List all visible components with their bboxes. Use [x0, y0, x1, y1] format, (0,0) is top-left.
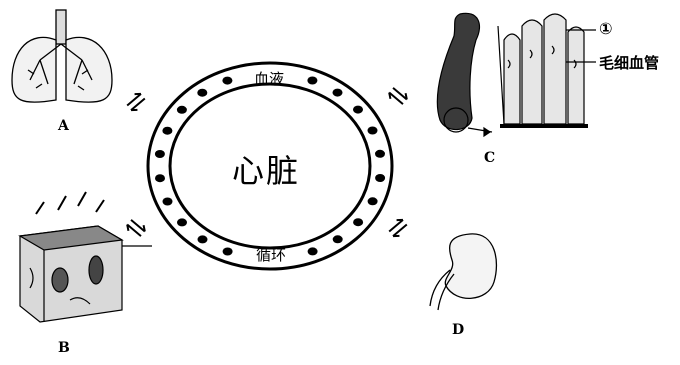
- exchange-arrow-pair: [387, 217, 410, 239]
- blood-cell-dot: [308, 247, 318, 255]
- blood-cell-dot: [198, 235, 208, 243]
- blood-cell-dot: [223, 248, 233, 256]
- blood-cell-dot: [368, 127, 378, 135]
- capillary-label: 毛细血管: [599, 52, 659, 73]
- lungs-icon: [12, 10, 112, 102]
- blood-cell-dot: [162, 127, 172, 135]
- exchange-arrow-pair: [125, 91, 148, 113]
- blood-cell-dot: [155, 150, 165, 158]
- intestinal-villi-icon: [437, 13, 596, 136]
- exchange-arrow-pair: [125, 217, 148, 239]
- blood-cell-dot: [307, 77, 317, 85]
- exchange-arrow-pair: [387, 85, 410, 107]
- blood-cell-dot: [177, 218, 187, 226]
- organ-label-d: D: [452, 322, 464, 338]
- blood-cell-dot: [353, 218, 363, 226]
- blood-cell-dot: [333, 235, 343, 243]
- blood-cell-dot: [163, 198, 173, 206]
- blood-cell-dot: [368, 197, 378, 205]
- marker-1-label: ①: [599, 19, 613, 38]
- skin-section-icon: [20, 192, 152, 322]
- blood-cell-dot: [353, 106, 363, 114]
- organ-label-b: B: [58, 340, 70, 356]
- blood-cell-dot: [222, 77, 232, 85]
- blood-cell-dot: [177, 106, 187, 114]
- blood-label: 血液: [254, 68, 284, 89]
- organ-label-c: C: [484, 150, 495, 166]
- organ-label-a: A: [58, 118, 69, 134]
- blood-cell-dot: [375, 174, 385, 182]
- blood-cell-dot: [333, 89, 343, 97]
- circulation-label: 循环: [256, 244, 286, 265]
- kidney-icon: [430, 234, 496, 310]
- blood-cell-dot: [197, 89, 207, 97]
- blood-cell-dot: [155, 174, 165, 182]
- blood-cell-dot: [375, 150, 385, 158]
- heart-label: 心脏: [232, 146, 300, 192]
